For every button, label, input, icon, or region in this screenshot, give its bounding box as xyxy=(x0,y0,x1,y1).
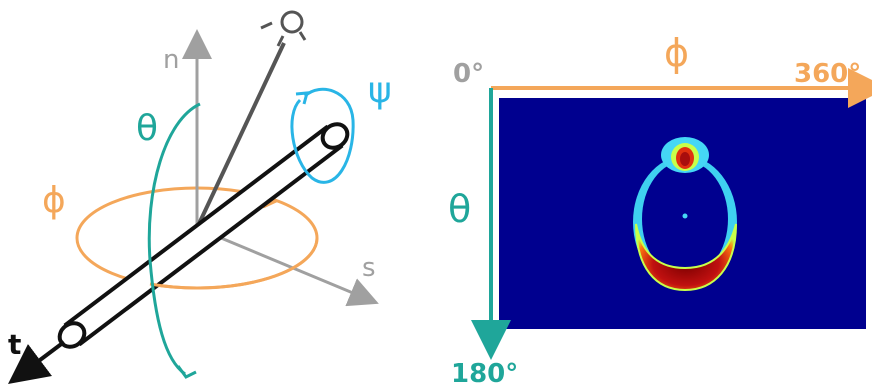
orientation-diagram: n s t θ ϕ ψ xyxy=(8,10,392,384)
theta-rotation-arrow xyxy=(147,102,201,376)
view-direction-line xyxy=(195,42,286,229)
phi-max-label: 360° xyxy=(794,59,861,89)
phi-label: ϕ xyxy=(42,180,66,221)
theta-max-label: 180° xyxy=(451,359,518,389)
t-axis xyxy=(8,340,66,384)
s-axis xyxy=(196,226,379,307)
s-label: s xyxy=(362,253,376,283)
theta-rotation-arrowhead xyxy=(176,365,197,379)
theta-axis-symbol: θ xyxy=(448,187,471,231)
heatmap-panel: 0° ϕ 360° θ 180° xyxy=(448,31,872,389)
psi-rotation-arrowhead xyxy=(295,91,310,105)
theta-label: θ xyxy=(136,108,158,149)
psi-rotation-arrow xyxy=(290,87,355,184)
t-label: t xyxy=(8,328,21,361)
phi-axis-symbol: ϕ xyxy=(664,31,689,75)
origin-label: 0° xyxy=(453,59,484,89)
orientation-heatmap xyxy=(499,98,866,329)
rod xyxy=(57,122,350,349)
psi-label: ψ xyxy=(368,70,392,111)
phi-ring-front xyxy=(149,237,319,290)
n-label: n xyxy=(163,45,179,75)
light-source-icon xyxy=(260,10,307,47)
